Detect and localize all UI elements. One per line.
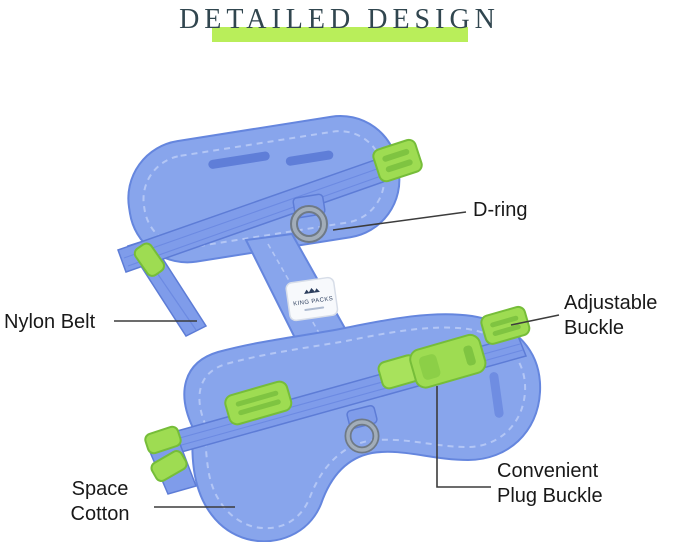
leader-lines [114, 211, 560, 508]
strap-keeper-green [150, 450, 188, 482]
leader-line-adjustable-buckle [510, 314, 560, 326]
label-space-cotton: Space Cotton [70, 478, 130, 525]
logo-underline [304, 306, 325, 312]
top-adjuster-buckle [372, 138, 423, 183]
logo-patch: KING PACKS [285, 276, 339, 322]
strap-keeper-green [144, 425, 182, 455]
label-plug-buckle: Convenient Plug Buckle [497, 460, 603, 507]
leader-line-d-ring [332, 211, 467, 231]
belt-slot [208, 151, 270, 169]
label-adjustable-buckle: Adjustable Buckle [564, 292, 658, 339]
leader-line-plug-buckle [436, 386, 491, 488]
page-title: DETAILED DESIGN [179, 4, 500, 35]
strap-texture [127, 169, 399, 267]
ladder-lock-buckle [224, 380, 293, 426]
strap-keeper-green [133, 242, 166, 277]
nylon-belt-top [117, 153, 401, 273]
plug-buckle [377, 333, 487, 390]
belt-slot [489, 372, 504, 418]
title-block: DETAILED DESIGN [0, 0, 679, 42]
stitch-line [198, 326, 527, 530]
strap-texture [123, 162, 395, 259]
belt-slot [285, 150, 334, 166]
label-d-ring: D-ring [473, 199, 528, 221]
logo-emblem-icon [304, 287, 320, 295]
adjustable-buckle [480, 305, 531, 345]
d-ring-bottom [344, 404, 380, 454]
title-highlight-bar [211, 27, 468, 42]
label-nylon-belt: Nylon Belt [4, 311, 96, 333]
logo-text: KING PACKS [293, 296, 334, 308]
d-ring-top [290, 193, 328, 243]
